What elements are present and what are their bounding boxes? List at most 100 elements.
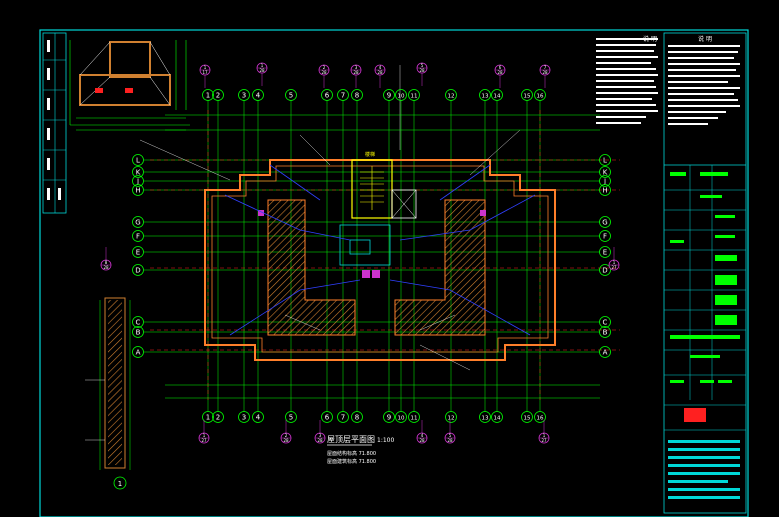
detail-callout-bottom-2: 328 <box>314 420 326 444</box>
svg-text:15: 15 <box>524 94 531 100</box>
elevation-note-1: 屋面结构标高 71.800 <box>327 450 376 457</box>
axis-bubble-top-4: 4 <box>252 89 264 101</box>
svg-text:D: D <box>602 267 607 275</box>
svg-text:L: L <box>603 157 607 165</box>
axis-bubble-bottom-2: 2 <box>212 411 224 423</box>
svg-text:4: 4 <box>256 414 261 422</box>
svg-text:G: G <box>135 219 140 227</box>
axis-bubble-left-F: F <box>132 230 144 242</box>
svg-text:9: 9 <box>387 414 391 422</box>
svg-text:14: 14 <box>494 94 501 100</box>
axis-bubble-right-F: F <box>599 230 611 242</box>
svg-text:3: 3 <box>319 433 322 438</box>
detail-callouts: 1171282283284285286287288281271272283284… <box>100 62 620 444</box>
notes-block <box>596 38 740 125</box>
axis-bubble-right-C: C <box>599 316 611 328</box>
axis-bubble-right-B: B <box>599 326 611 338</box>
detail-callout-top-7: 728 <box>539 64 551 88</box>
axis-bubble-top-11: 11 <box>408 89 420 101</box>
svg-text:28: 28 <box>377 70 383 75</box>
axis-bubble-bottom-11: 11 <box>408 411 420 423</box>
svg-text:13: 13 <box>482 416 489 422</box>
axis-bubble-bottom-5: 5 <box>285 411 297 423</box>
stair-core <box>351 159 393 219</box>
axis-bubble-bottom-3: 3 <box>238 411 250 423</box>
svg-text:C: C <box>603 319 608 327</box>
svg-text:G: G <box>602 219 607 227</box>
svg-text:C: C <box>136 319 141 327</box>
svg-text:27: 27 <box>611 265 617 270</box>
elevator-shaft <box>391 189 417 219</box>
svg-text:28: 28 <box>283 438 289 443</box>
svg-text:4: 4 <box>421 433 424 438</box>
detail-callout-top-1: 128 <box>256 62 268 86</box>
stair-label: 楼梯 <box>365 151 375 158</box>
wall-section-detail <box>85 297 131 470</box>
axis-bubble-bottom-6: 6 <box>321 411 333 423</box>
detail-callout-top-4: 428 <box>374 64 386 88</box>
notes-heading-right: 说 明 <box>698 35 712 43</box>
axis-bubble-left-K: K <box>132 166 144 178</box>
drawing-title: 屋顶层平面图 <box>327 435 375 444</box>
svg-text:8: 8 <box>105 260 108 265</box>
svg-text:E: E <box>603 249 607 257</box>
notes-heading: 说 明 <box>643 35 657 43</box>
axis-bubble-right-G: G <box>599 216 611 228</box>
svg-text:B: B <box>136 329 141 337</box>
detail-callout-bottom-0: 127 <box>198 420 210 444</box>
axis-bubble-right-J: J <box>599 175 611 187</box>
svg-text:16: 16 <box>537 94 544 100</box>
elevation-note-2: 屋面建筑标高 71.800 <box>327 458 376 465</box>
axis-bubble-left-E: E <box>132 246 144 258</box>
axis-bubble-top-6: 6 <box>321 89 333 101</box>
svg-text:1: 1 <box>203 433 206 438</box>
section-marker-label: 1 <box>118 480 122 488</box>
svg-text:12: 12 <box>448 94 455 100</box>
title-block <box>663 32 747 514</box>
axis-bubbles: 1122334455667788991010111112121313141415… <box>132 89 611 423</box>
detail-callout-bottom-1: 228 <box>280 420 292 444</box>
svg-text:11: 11 <box>411 416 418 422</box>
axis-bubble-top-3: 3 <box>238 89 250 101</box>
svg-text:K: K <box>136 169 141 177</box>
svg-text:10: 10 <box>398 416 405 422</box>
svg-text:2: 2 <box>216 92 220 100</box>
axis-bubble-bottom-7: 7 <box>337 411 349 423</box>
axis-bubble-left-C: C <box>132 316 144 328</box>
svg-text:28: 28 <box>317 438 323 443</box>
axis-bubble-right-K: K <box>599 166 611 178</box>
axis-bubble-right-A: A <box>599 346 611 358</box>
svg-text:1: 1 <box>206 92 210 100</box>
axis-bubble-top-10: 10 <box>395 89 407 101</box>
axis-bubble-bottom-16: 16 <box>534 411 546 423</box>
detail-callout-top-8: 828 <box>100 247 112 271</box>
svg-text:7: 7 <box>544 65 547 70</box>
detail-callout-top-3: 328 <box>350 64 362 88</box>
axis-bubble-left-D: D <box>132 264 144 276</box>
svg-text:28: 28 <box>497 70 503 75</box>
svg-text:3: 3 <box>355 65 358 70</box>
svg-text:B: B <box>603 329 608 337</box>
svg-text:28: 28 <box>542 70 548 75</box>
svg-text:13: 13 <box>482 94 489 100</box>
axis-bubble-bottom-10: 10 <box>395 411 407 423</box>
svg-text:A: A <box>136 349 141 357</box>
svg-text:1: 1 <box>204 65 207 70</box>
svg-text:1: 1 <box>206 414 210 422</box>
axis-bubble-bottom-1: 1 <box>202 411 214 423</box>
svg-text:5: 5 <box>449 433 452 438</box>
axis-bubble-bottom-12: 12 <box>445 411 457 423</box>
detail-callout-bottom-3: 428 <box>416 420 428 444</box>
svg-text:3: 3 <box>242 92 246 100</box>
detail-callout-bottom-4: 528 <box>444 420 456 444</box>
axis-bubble-left-A: A <box>132 346 144 358</box>
svg-text:15: 15 <box>524 416 531 422</box>
axis-bubble-left-B: B <box>132 326 144 338</box>
svg-text:6: 6 <box>325 414 330 422</box>
axis-bubble-right-L: L <box>599 154 611 166</box>
axis-bubble-bottom-13: 13 <box>479 411 491 423</box>
axis-bubble-left-G: G <box>132 216 144 228</box>
drawing-scale: 1:100 <box>377 437 394 444</box>
axis-bubble-top-8: 8 <box>351 89 363 101</box>
axis-bubble-top-1: 1 <box>202 89 214 101</box>
